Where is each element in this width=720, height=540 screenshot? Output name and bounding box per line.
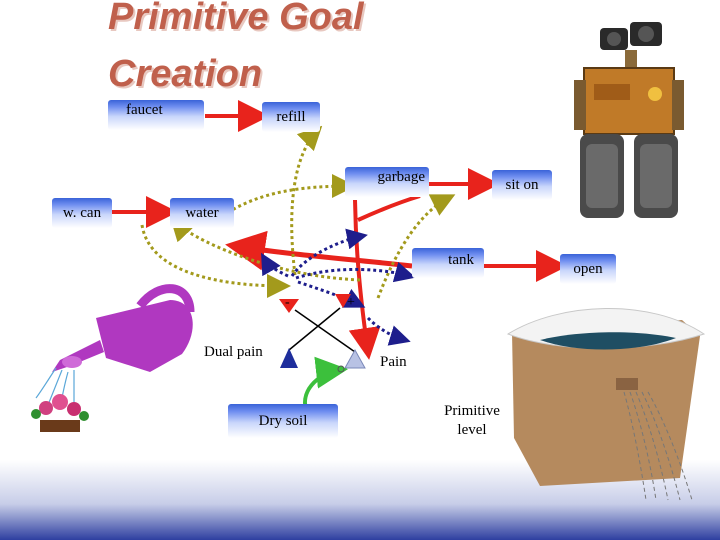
navy-arrow-4 bbox=[297, 280, 366, 308]
navy-arrow-5 bbox=[366, 316, 411, 346]
olive-dotted-arrows bbox=[140, 125, 456, 299]
red-vertical-arrow bbox=[348, 199, 381, 360]
navy-arrow-3 bbox=[295, 261, 416, 283]
tank-to-water-arrow bbox=[225, 230, 413, 271]
olive-arrow-3 bbox=[169, 216, 361, 282]
sit-on-node: sit on bbox=[492, 170, 552, 200]
tank-node: tank bbox=[412, 248, 484, 278]
pain-input-dot bbox=[337, 365, 345, 373]
plus-triangle bbox=[335, 294, 351, 308]
navy-dotted-arrows bbox=[261, 228, 416, 346]
red-arrows bbox=[112, 100, 568, 360]
slide-title-line-2: Creation bbox=[108, 53, 263, 95]
slide-title-line-1: Primitive Goal bbox=[108, 0, 364, 38]
olive-arrow-4 bbox=[207, 174, 356, 228]
garbage-node: garbage bbox=[345, 167, 429, 197]
dual-pain-triangle bbox=[280, 348, 298, 368]
minus-sign: - bbox=[285, 295, 290, 310]
olive-arrow-1 bbox=[140, 224, 291, 298]
plus-sign: + bbox=[347, 295, 355, 310]
refill-node: refill bbox=[262, 102, 320, 132]
dry-soil-node: Dry soil bbox=[228, 404, 338, 438]
tub-illustration bbox=[506, 308, 706, 501]
pain-label: Pain bbox=[380, 354, 407, 370]
water-node: water bbox=[170, 198, 234, 228]
cross-links bbox=[288, 307, 356, 353]
w-can-node: w. can bbox=[52, 198, 112, 228]
primitive-level-label: Primitive level bbox=[444, 403, 500, 438]
olive-arrow-2 bbox=[290, 125, 323, 276]
robot-illustration bbox=[574, 22, 684, 218]
watering-can-illustration bbox=[31, 284, 195, 432]
faucet-node: faucet bbox=[108, 100, 204, 130]
open-node: open bbox=[560, 254, 616, 284]
olive-arrow-5 bbox=[376, 194, 456, 299]
pain-triangle bbox=[344, 348, 366, 369]
sit-on-branch-arrow bbox=[357, 194, 421, 222]
navy-arrow-2 bbox=[290, 228, 368, 277]
dual-pain-label: Dual pain bbox=[204, 344, 263, 360]
minus-triangle bbox=[279, 299, 299, 313]
